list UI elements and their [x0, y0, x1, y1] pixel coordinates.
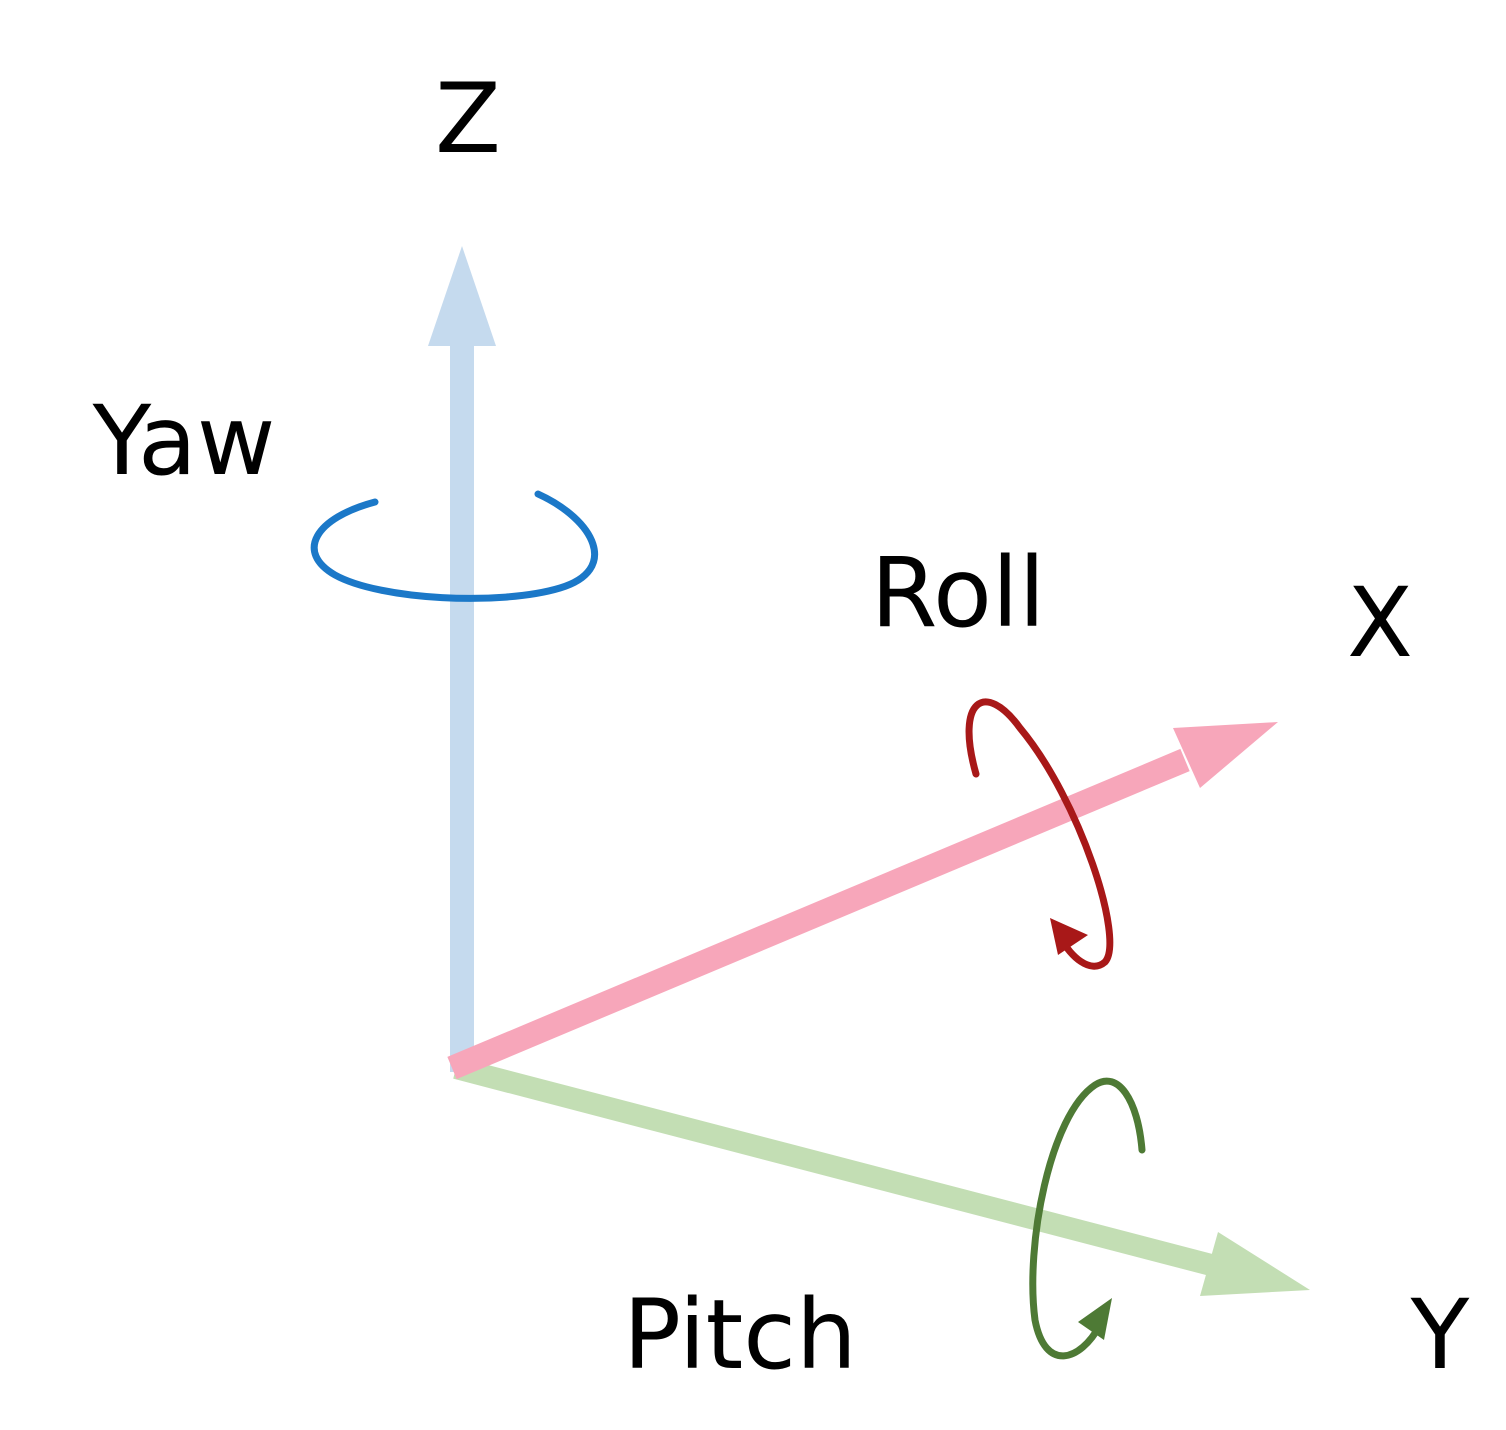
roll-rotation-arrow: [965, 698, 1114, 970]
pitch-label: Pitch: [623, 1279, 857, 1391]
roll-rotation-path: [965, 698, 1114, 970]
yaw-label: Yaw: [92, 385, 276, 497]
x-axis-line: [447, 748, 1190, 1080]
z-axis: [428, 246, 496, 1072]
z-axis-label: Z: [435, 63, 501, 175]
x-axis-arrowhead: [1173, 722, 1278, 788]
yaw-rotation-path: [310, 490, 598, 602]
pitch-rotation-arrow: [1029, 1077, 1146, 1360]
roll-arrowhead: [1050, 918, 1088, 955]
y-axis-line: [453, 1057, 1218, 1277]
y-axis-arrowhead: [1200, 1232, 1310, 1296]
x-axis: [447, 722, 1278, 1080]
yaw-rotation-arrow: [310, 490, 598, 602]
x-axis-label: X: [1347, 567, 1413, 679]
y-axis: [453, 1057, 1310, 1296]
pitch-rotation-path: [1029, 1077, 1146, 1360]
pitch-arrowhead: [1078, 1298, 1112, 1340]
y-axis-label: Y: [1410, 1279, 1470, 1391]
roll-label: Roll: [871, 537, 1045, 649]
z-axis-arrowhead: [428, 246, 496, 346]
